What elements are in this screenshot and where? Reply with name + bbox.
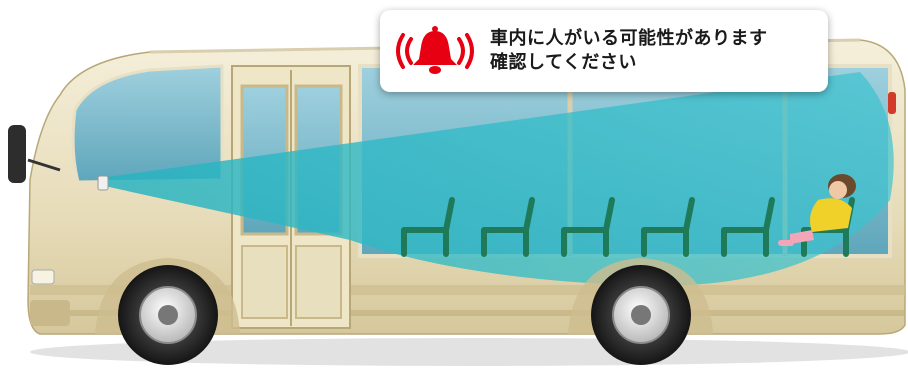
headlight [31, 269, 55, 285]
rear-light [888, 92, 896, 114]
sensor-camera [97, 175, 109, 191]
side-mirror [8, 125, 61, 183]
windshield [71, 64, 224, 184]
front-bumper [30, 300, 70, 326]
rear-wheel [568, 258, 713, 365]
alert-line-1: 車内に人がいる可能性があります [490, 28, 768, 49]
alert-message: 車内に人がいる可能性があります 確認してください [490, 27, 768, 75]
bell-alarm-icon [380, 10, 490, 92]
alert-notification: 車内に人がいる可能性があります 確認してください [380, 10, 828, 92]
sensor-beam [100, 72, 894, 286]
front-wheel [95, 258, 240, 365]
alert-line-2: 確認してください [490, 52, 637, 73]
ground-shadow [30, 338, 908, 366]
seats [401, 197, 855, 257]
child-passenger [778, 174, 856, 246]
